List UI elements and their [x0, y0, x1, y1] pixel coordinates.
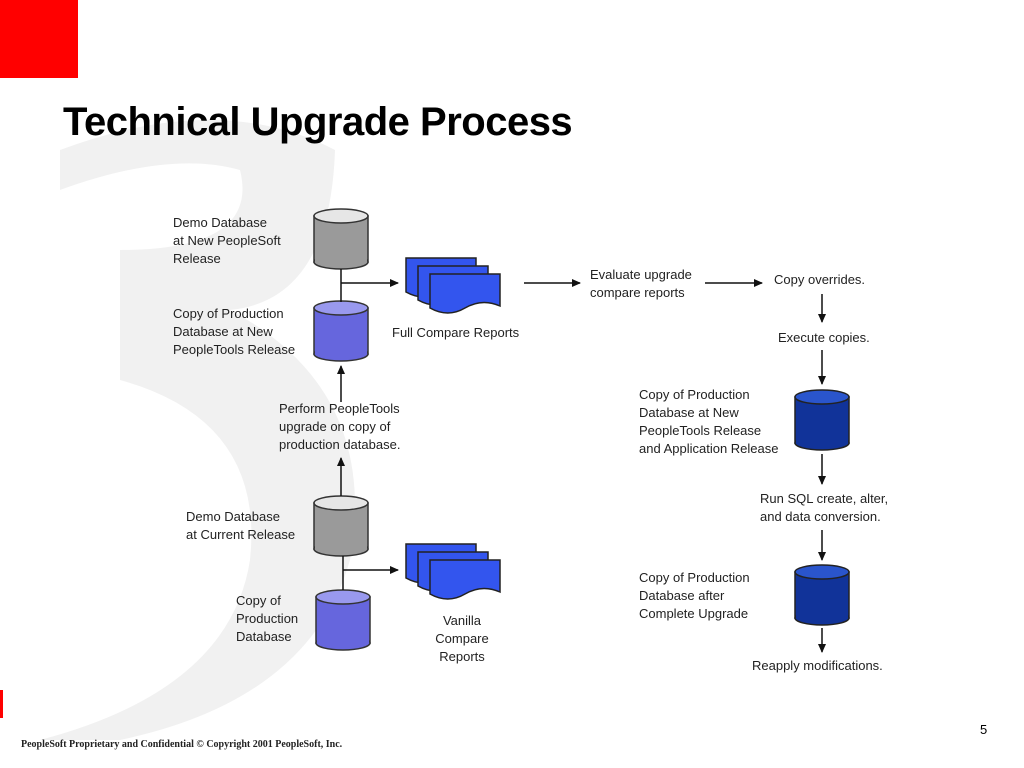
- copy-prod-complete-db-icon: [794, 564, 850, 626]
- full-compare-reports-icon: [405, 257, 501, 314]
- label-copy-prod-tools-app: Copy of Production Database at New Peopl…: [639, 387, 779, 456]
- demo-db-new-release-icon: [313, 208, 369, 270]
- copy-prod-tools-app-db-icon: [794, 389, 850, 451]
- right-flow-connectors: [524, 279, 826, 653]
- left-connectors: [337, 269, 399, 590]
- label-evaluate-compare-reports: Evaluate upgrade compare reports: [590, 267, 692, 300]
- copy-prod-db-icon: [315, 589, 371, 651]
- label-copy-prod-complete-upgrade: Copy of Production Database after Comple…: [639, 570, 750, 621]
- label-execute-copies: Execute copies.: [778, 330, 870, 345]
- label-demo-db-current-release: Demo Database at Current Release: [186, 509, 296, 542]
- label-full-compare-reports: Full Compare Reports: [392, 325, 520, 340]
- copy-prod-new-tools-db-icon: [313, 300, 369, 362]
- vanilla-compare-reports-icon: [405, 543, 501, 600]
- label-perform-tools-upgrade: Perform PeopleTools upgrade on copy of p…: [279, 401, 401, 452]
- label-copy-prod-db: Copy of Production Database: [236, 593, 299, 644]
- page-number: 5: [980, 722, 988, 737]
- footer-copyright: PeopleSoft Proprietary and Confidential …: [21, 739, 343, 750]
- demo-db-current-release-icon: [313, 495, 369, 557]
- label-copy-prod-new-tools: Copy of Production Database at New Peopl…: [173, 306, 296, 357]
- label-copy-overrides: Copy overrides.: [774, 272, 866, 287]
- label-run-sql: Run SQL create, alter, and data conversi…: [760, 491, 889, 524]
- label-reapply-modifications: Reapply modifications.: [752, 658, 883, 673]
- slide-title: Technical Upgrade Process: [63, 100, 573, 144]
- brand-red-square: [0, 0, 78, 78]
- label-demo-db-new-release: Demo Database at New PeopleSoft Release: [173, 215, 281, 266]
- label-vanilla-compare-reports: Vanilla Compare Reports: [435, 613, 489, 664]
- brand-red-edge-mark: [0, 690, 3, 718]
